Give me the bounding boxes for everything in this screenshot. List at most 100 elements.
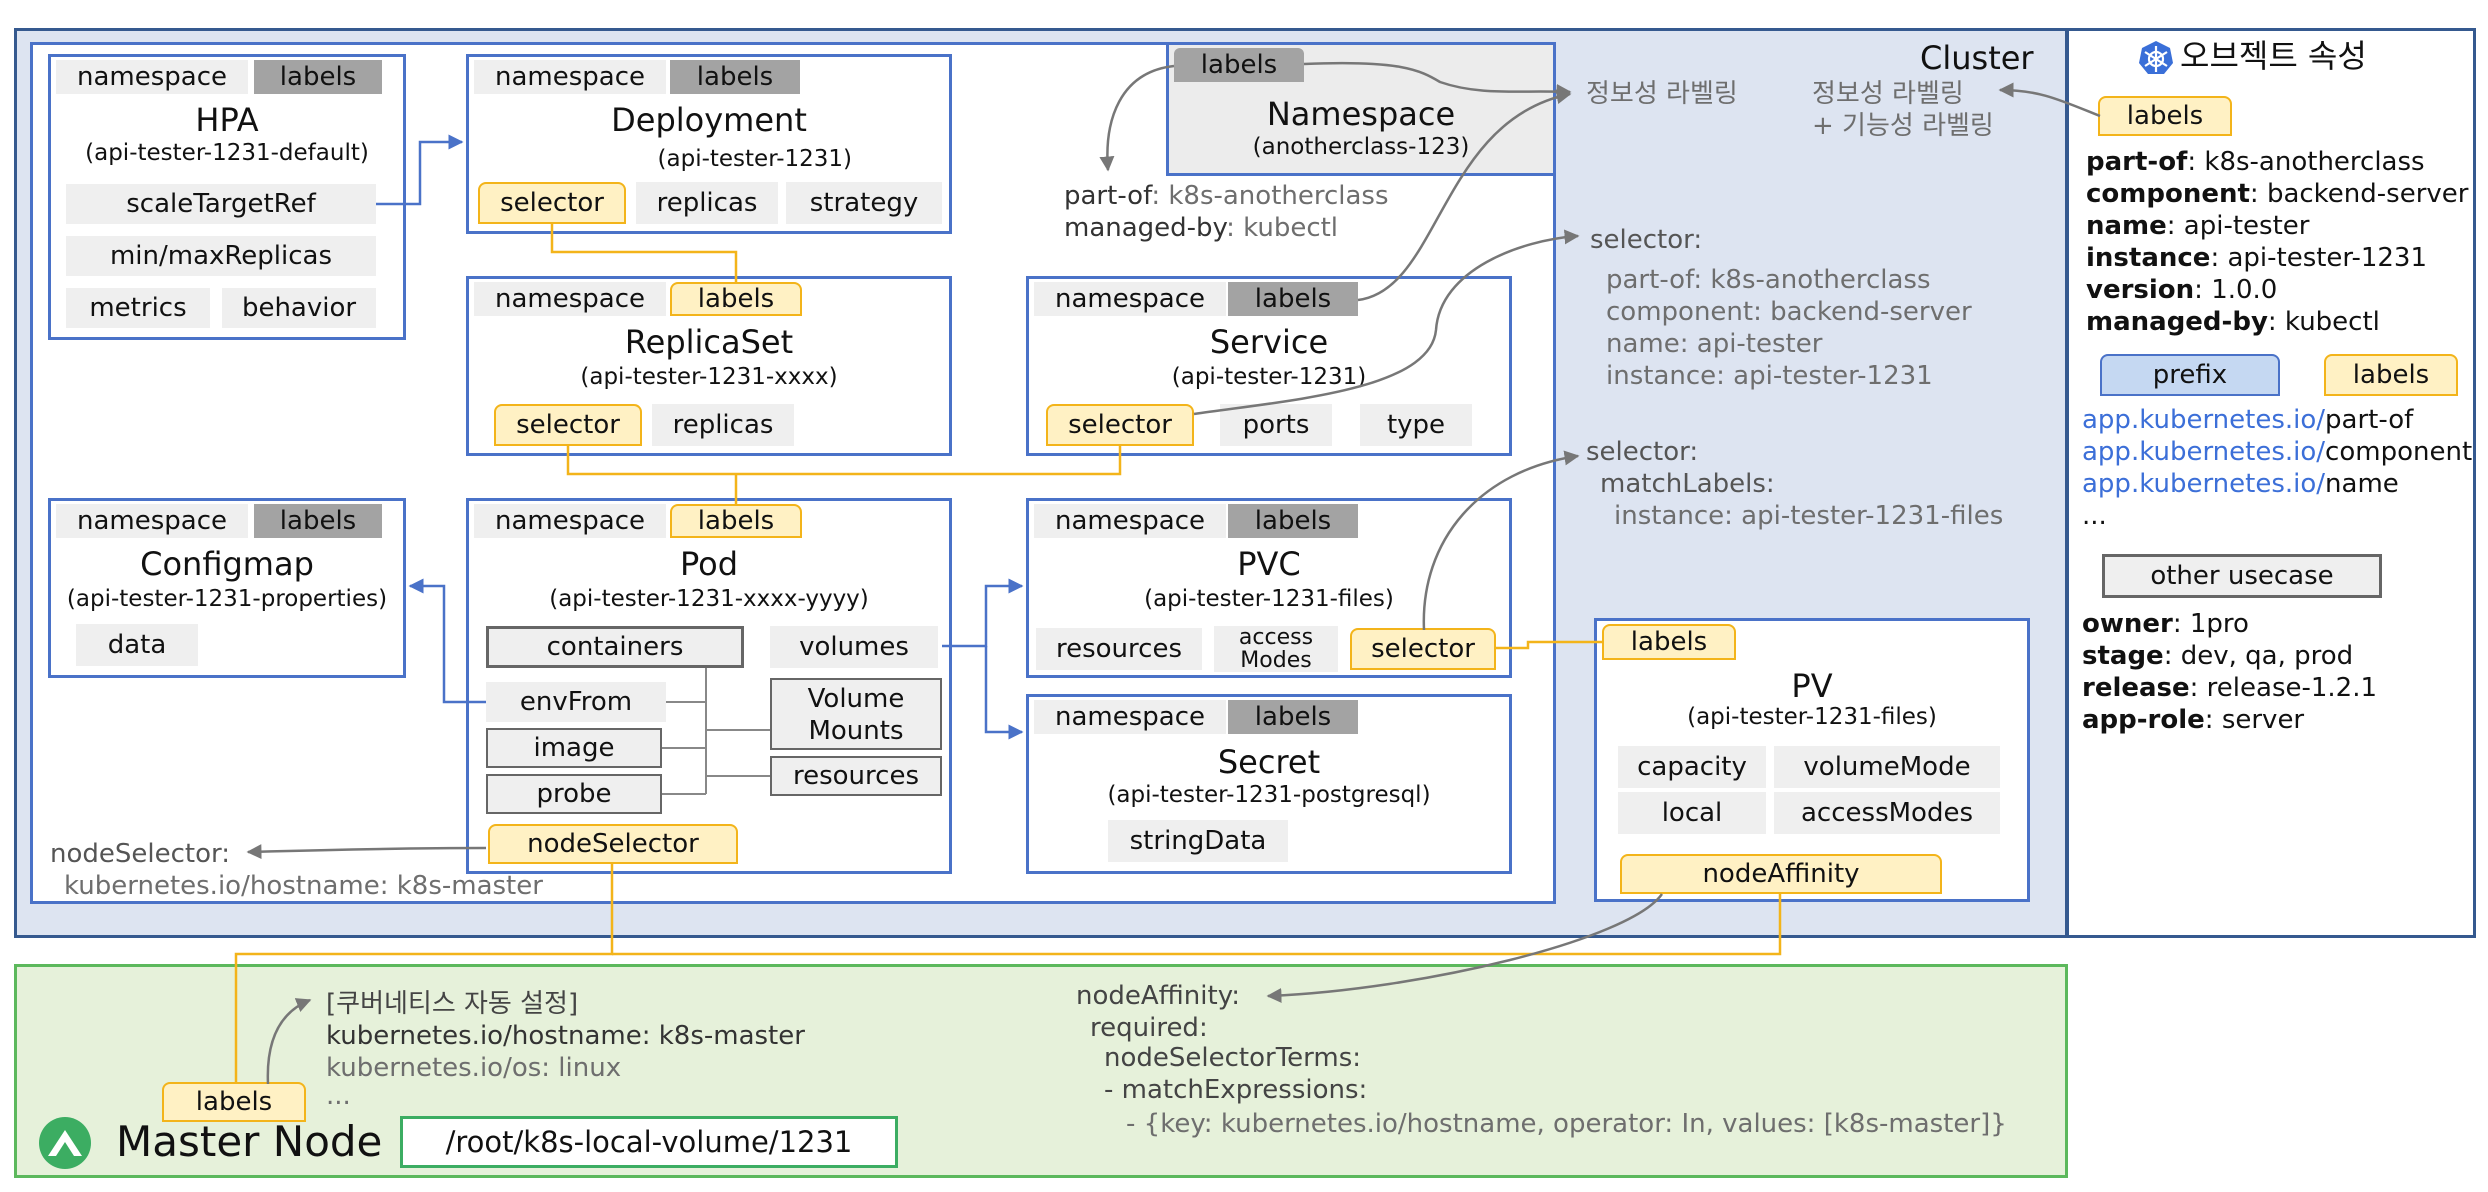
node-affinity-expression: - {key: kubernetes.io/hostname, operator… xyxy=(1126,1109,2007,1139)
service-selector-head: selector: xyxy=(1590,225,1703,255)
attributes-labels-tag: labels xyxy=(2098,96,2232,136)
replicaset-selector: selector xyxy=(494,404,642,446)
attr-val: : kubectl xyxy=(2267,307,2380,337)
usecase-val: : 1pro xyxy=(2172,609,2249,639)
node-affinity-required: required: xyxy=(1090,1013,1208,1043)
pvc-namespace-tab: namespace xyxy=(1034,504,1226,538)
info-label-note: 정보성 라벨링 xyxy=(1586,79,1738,109)
attr-key: part-of xyxy=(2086,147,2188,177)
pvc-selector: selector xyxy=(1350,628,1496,670)
pod-containers: containers xyxy=(486,626,744,668)
replicaset-title: ReplicaSet xyxy=(624,323,794,361)
prefix-domain: app.kubernetes.io/ xyxy=(2082,437,2326,467)
namespace-subtitle: (anotherclass-123) xyxy=(1252,134,1470,160)
configmap-data: data xyxy=(76,624,198,666)
namespace-labels-tab: labels xyxy=(1174,48,1304,82)
node-affinity-match: - matchExpressions: xyxy=(1104,1075,1368,1105)
namespace-title: Namespace xyxy=(1266,95,1456,133)
service-selector-line: part-of: k8s-anotherclass xyxy=(1606,265,1931,295)
prefix-domain: app.kubernetes.io/ xyxy=(2082,405,2326,435)
service-type: type xyxy=(1360,404,1472,446)
nodeselector-line: kubernetes.io/hostname: k8s-master xyxy=(64,871,543,901)
deployment-labels-tab: labels xyxy=(670,60,800,94)
service-namespace-tab: namespace xyxy=(1034,282,1226,316)
prefix-labels-tag: labels xyxy=(2324,354,2458,396)
service-ports: ports xyxy=(1220,404,1332,446)
service-selector-line: instance: api-tester-1231 xyxy=(1606,361,1933,391)
pv-volumemode: volumeMode xyxy=(1774,746,2000,788)
prefix-key: component xyxy=(2325,437,2473,467)
deployment-title: Deployment xyxy=(611,101,807,139)
usecase-key: owner xyxy=(2082,609,2173,639)
attr-val: : 1.0.0 xyxy=(2194,275,2278,305)
attr-val: : k8s-anotherclass xyxy=(2187,147,2425,177)
ns-val: : k8s-anotherclass xyxy=(1151,181,1389,211)
usecase-val: : dev, qa, prod xyxy=(2163,641,2354,671)
auto-config-hostname: kubernetes.io/hostname: k8s-master xyxy=(326,1021,805,1051)
kubernetes-logo-icon xyxy=(2138,40,2174,76)
pvc-access-line2: Modes xyxy=(1240,648,1312,673)
deployment-subtitle: (api-tester-1231) xyxy=(657,146,852,172)
replicaset-replicas: replicas xyxy=(652,404,794,446)
usecase-key: app-role xyxy=(2082,705,2205,735)
hpa-scaletargetref: scaleTargetRef xyxy=(66,184,376,224)
service-selector-line: name: api-tester xyxy=(1606,329,1823,359)
attr-val: : backend-server xyxy=(2249,179,2469,209)
pod-namespace-tab: namespace xyxy=(474,504,666,538)
node-affinity-head: nodeAffinity: xyxy=(1076,981,1240,1011)
secret-subtitle: (api-tester-1231-postgresql) xyxy=(1107,782,1431,808)
pvc-subtitle: (api-tester-1231-files) xyxy=(1144,586,1394,612)
hpa-title: HPA xyxy=(195,101,259,139)
pod-image: image xyxy=(486,728,662,768)
pod-probe: probe xyxy=(486,774,662,814)
ns-key: part-of xyxy=(1064,181,1152,211)
service-selector: selector xyxy=(1046,404,1194,446)
attr-key: component xyxy=(2086,179,2250,209)
pod-nodeselector: nodeSelector xyxy=(488,824,738,864)
auto-config-head: [쿠버네티스 자동 설정] xyxy=(326,989,579,1019)
attributes-title: 오브젝트 속성 xyxy=(2180,37,2367,75)
configmap-labels-tab: labels xyxy=(254,504,382,538)
pod-volume-mounts-line1: Volume xyxy=(807,684,905,714)
configmap-namespace-tab: namespace xyxy=(56,504,248,538)
pv-title: PV xyxy=(1791,667,1833,705)
pvc-selector-instance: instance: api-tester-1231-files xyxy=(1614,501,2004,531)
deployment-selector: selector xyxy=(478,182,626,224)
pvc-selector-head: selector: xyxy=(1586,437,1699,467)
replicaset-namespace-tab: namespace xyxy=(474,282,666,316)
hpa-minmaxreplicas: min/maxReplicas xyxy=(66,236,376,276)
pvc-selector-matchlabels: matchLabels: xyxy=(1600,469,1775,499)
deployment-strategy: strategy xyxy=(786,182,942,224)
deployment-replicas: replicas xyxy=(636,182,778,224)
pod-labels-tab: labels xyxy=(670,504,802,538)
namespace-label-values: part-of: k8s-anotherclass managed-by: ku… xyxy=(1064,180,1389,244)
node-affinity-terms: nodeSelectorTerms: xyxy=(1104,1043,1362,1073)
pod-volume-mounts: Volume Mounts xyxy=(770,678,942,750)
cluster-title: Cluster xyxy=(1920,39,2034,77)
master-node-title: Master Node xyxy=(116,1117,383,1166)
attr-key: instance xyxy=(2086,243,2211,273)
attr-key: managed-by xyxy=(2086,307,2268,337)
usecase-key: stage xyxy=(2082,641,2164,671)
configmap-subtitle: (api-tester-1231-properties) xyxy=(66,586,388,612)
replicaset-subtitle: (api-tester-1231-xxxx) xyxy=(580,364,838,390)
prefix-tag: prefix xyxy=(2100,354,2280,396)
hpa-labels-tab: labels xyxy=(254,60,382,94)
pv-nodeaffinity: nodeAffinity xyxy=(1620,854,1942,894)
attr-val: : api-tester-1231 xyxy=(2210,243,2428,273)
prefix-key: part-of xyxy=(2325,405,2414,435)
secret-namespace-tab: namespace xyxy=(1034,700,1226,734)
usecase-label-list: owner: 1pro stage: dev, qa, prod release… xyxy=(2082,608,2377,736)
prefix-label-list: app.kubernetes.io/part-of app.kubernetes… xyxy=(2082,404,2472,532)
auto-config-os: kubernetes.io/os: linux xyxy=(326,1053,622,1083)
service-labels-tab: labels xyxy=(1228,282,1358,316)
pv-accessmodes: accessModes xyxy=(1774,792,2000,834)
info-functional-label-note-1: 정보성 라벨링 xyxy=(1812,79,1964,109)
node-labels-tag: labels xyxy=(162,1082,306,1122)
pod-resources: resources xyxy=(770,756,942,796)
ns-key: managed-by xyxy=(1064,213,1227,243)
info-functional-label-note-2: + 기능성 라벨링 xyxy=(1812,111,1994,141)
pv-subtitle: (api-tester-1231-files) xyxy=(1687,704,1937,730)
nodeselector-head: nodeSelector: xyxy=(50,839,230,869)
prefix-domain: app.kubernetes.io/ xyxy=(2082,469,2326,499)
